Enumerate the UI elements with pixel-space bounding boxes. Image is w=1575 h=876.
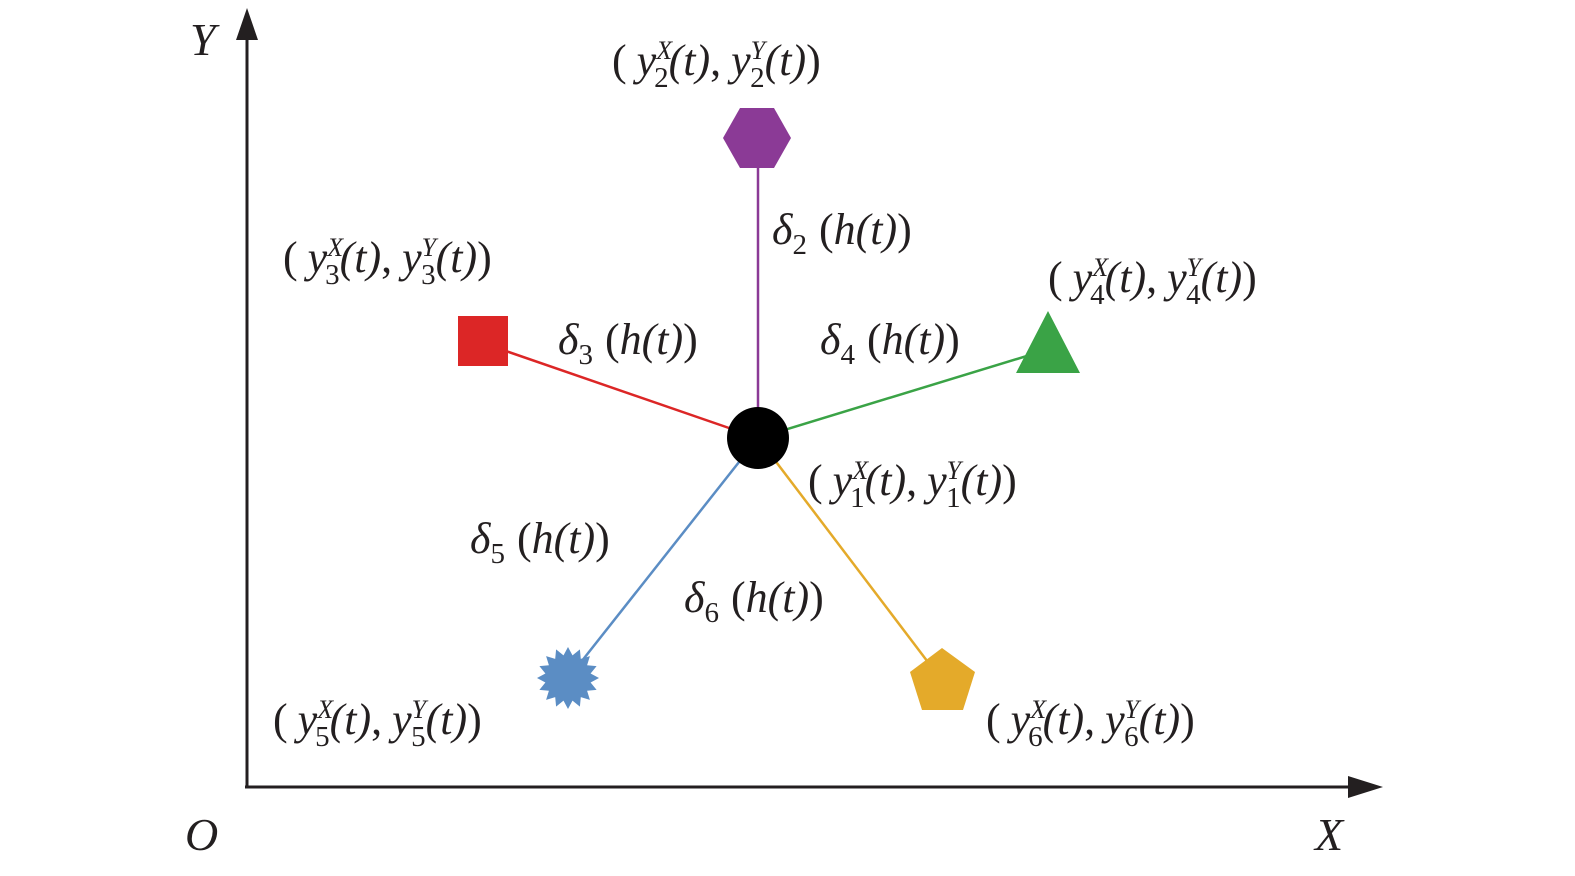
edge-1-4 xyxy=(757,353,1031,440)
nodes xyxy=(458,108,1080,710)
node-5-starburst-icon xyxy=(537,647,599,709)
edge-labels: δ2(h(t)) δ3(h(t)) δ4(h(t)) δ5(h(t)) δ6(h… xyxy=(470,205,960,629)
edge-label-1-5: δ5(h(t)) xyxy=(470,514,610,570)
y-axis-label: Y xyxy=(190,14,220,65)
x-axis-label: X xyxy=(1313,809,1345,860)
node-4-triangle-icon xyxy=(1016,311,1080,373)
edge-label-1-3: δ3(h(t)) xyxy=(558,315,698,371)
origin-label: O xyxy=(185,809,218,860)
edges xyxy=(499,168,1031,679)
node-3-square-icon xyxy=(458,316,508,366)
node-2-hexagon-icon xyxy=(723,108,791,168)
y-axis-arrow xyxy=(236,8,258,40)
node-6-pentagon-icon xyxy=(910,648,975,710)
edge-1-3 xyxy=(499,347,759,440)
edge-label-1-2: δ2(h(t)) xyxy=(772,205,912,261)
edge-1-6 xyxy=(757,437,941,679)
edge-1-5 xyxy=(569,437,759,677)
x-axis-arrow xyxy=(1348,776,1383,798)
edge-label-1-6: δ6(h(t)) xyxy=(684,573,824,629)
edge-label-1-4: δ4(h(t)) xyxy=(820,315,960,371)
axes: Y X O xyxy=(185,8,1383,860)
node-1-circle-icon xyxy=(727,407,789,469)
